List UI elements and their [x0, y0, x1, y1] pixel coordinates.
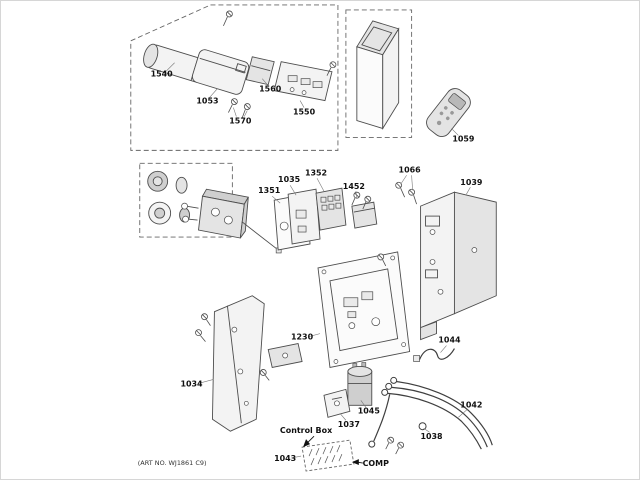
part-label-1053: 1053	[196, 97, 218, 106]
screw-glyph-1452-a	[351, 191, 361, 206]
screw-glyph-1038-a	[385, 436, 395, 450]
leader-lines	[165, 62, 471, 459]
screw-glyph-1550	[326, 61, 337, 76]
screw-glyph-1034-b	[195, 329, 206, 342]
part-label-1352: 1352	[305, 168, 327, 177]
comp-label: COMP	[363, 459, 390, 468]
part-label-1452: 1452	[343, 182, 365, 191]
part-label-1560: 1560	[259, 85, 282, 94]
part-label-1042: 1042	[460, 400, 482, 409]
vent-tube-1540	[143, 43, 206, 83]
part-label-1044: 1044	[438, 336, 461, 345]
side-bracket-1034	[211, 295, 265, 432]
small-bracket	[267, 343, 303, 368]
screw-glyph-small-bracket	[259, 369, 270, 381]
remote-control-1059	[426, 88, 471, 137]
control-box-chassis-1039	[420, 191, 497, 341]
terminal-block-1352	[315, 187, 347, 231]
component-1452	[351, 201, 378, 229]
part-callouts: 1540 1053 1560 1570 1550 1059 1035 1352 …	[151, 70, 483, 463]
art-number-caption: (ART NO. WJ1861 C9)	[138, 459, 207, 467]
screw-glyph-1452-b	[362, 195, 372, 210]
part-label-1540: 1540	[151, 70, 174, 79]
part-label-1039: 1039	[460, 178, 483, 187]
part-label-1037: 1037	[338, 420, 360, 429]
part-label-1230: 1230	[291, 333, 314, 342]
part-label-1570: 1570	[229, 116, 252, 125]
top-assembly-boundary	[130, 4, 339, 151]
part-label-1550: 1550	[293, 108, 316, 117]
control-panel-1550	[273, 61, 333, 102]
part-label-1066: 1066	[399, 165, 422, 174]
control-box-arrow-icon	[303, 439, 311, 448]
part-label-1035: 1035	[278, 175, 300, 184]
part-label-1059: 1059	[452, 134, 475, 143]
wire-1044	[413, 348, 455, 362]
part-label-1034: 1034	[180, 379, 203, 388]
bracket-plate-1560	[245, 56, 275, 86]
screw-glyph-1066-b	[408, 188, 417, 205]
part-label-1043: 1043	[274, 454, 296, 463]
part-label-1038: 1038	[420, 432, 443, 441]
switch-assembly	[181, 188, 282, 254]
screw-glyph-1038-b	[395, 441, 405, 455]
screw-glyph-1066-a	[395, 181, 406, 198]
duct-assembly-boundary	[345, 9, 413, 138]
control-knobs	[147, 170, 190, 225]
terminal-strip-1043	[301, 439, 355, 472]
screw-glyph-1570-b	[241, 103, 251, 118]
air-duct	[356, 20, 400, 131]
part-label-1351: 1351	[258, 186, 280, 195]
comp-arrow-icon	[351, 459, 359, 466]
annotation-comp: COMP	[351, 459, 390, 468]
part-label-1045: 1045	[358, 406, 380, 415]
mounting-plate-1230	[317, 251, 411, 369]
pcb-1035	[287, 188, 321, 245]
screw-glyph-1570-a	[228, 98, 238, 113]
screw-glyph	[223, 10, 233, 27]
screw-glyph-1034-a	[201, 313, 211, 326]
screw-glyph-plate	[377, 253, 387, 267]
capacitor-1045	[347, 362, 373, 406]
control-box-label: Control Box	[280, 426, 333, 435]
wire-harness-1042	[368, 376, 493, 450]
housing-1053	[191, 49, 250, 95]
annotation-control-box: Control Box	[280, 426, 333, 448]
mounting-strap-1037	[323, 388, 351, 418]
